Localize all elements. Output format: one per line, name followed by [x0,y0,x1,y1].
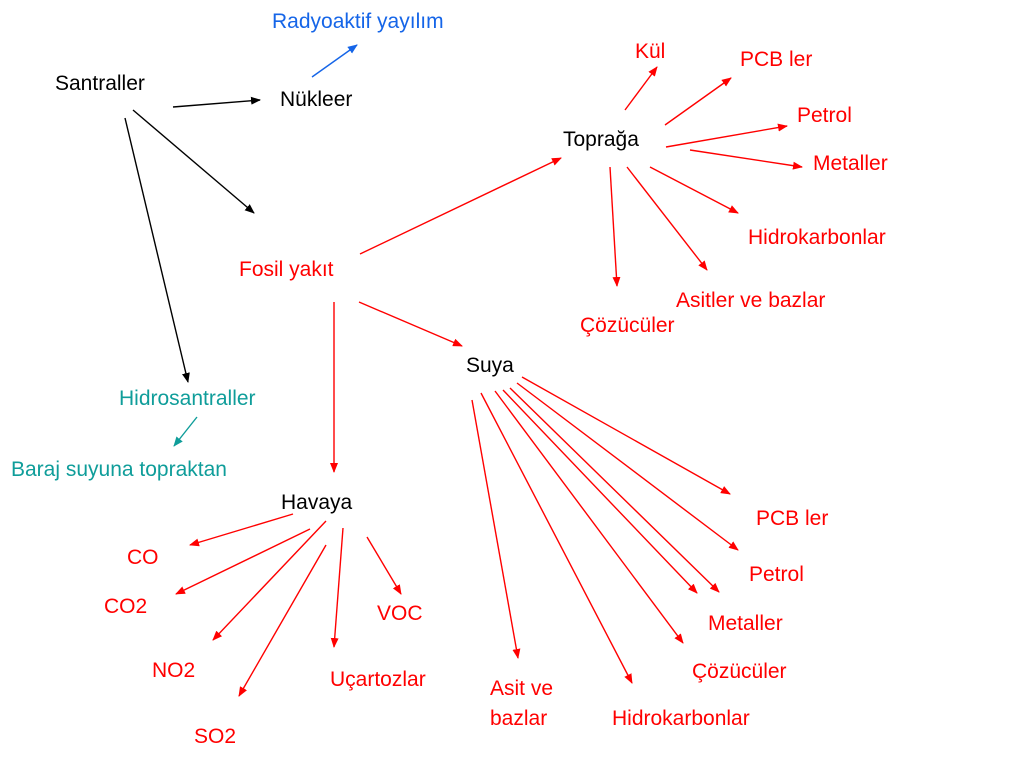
suya-item-asit-ve: Asit ve [490,677,554,700]
arrow-suya-hidrokarbonlar [480,392,633,684]
arrow-suya-asit [471,399,521,659]
arrow-havaya-ucartozlar [330,527,344,648]
node-fosil-yakit: Fosil yakıt [239,258,334,281]
node-radyoaktif-yayilim: Radyoaktif yayılım [272,10,444,33]
topraga-item-metaller: Metaller [813,152,888,175]
havaya-item-so2: SO2 [194,725,237,748]
arrow-topraga-asitler [626,166,708,271]
suya-item-bazlar: bazlar [490,707,548,730]
arrow-suya-metaller [509,387,720,593]
arrow-santraller-nukleer [172,96,261,108]
suya-item-pcb: PCB ler [756,507,829,530]
arrow-suya-cozuculer [494,390,684,644]
node-baraj-suyuna-topraktan: Baraj suyuna topraktan [11,458,227,481]
topraga-item-kul: Kül [635,40,666,63]
node-santraller: Santraller [55,72,145,95]
arrow-havaya-so2 [238,544,327,697]
havaya-item-voc: VOC [377,602,423,625]
node-havaya: Havaya [281,491,353,514]
topraga-item-pcb: PCB ler [740,48,813,71]
arrow-suya-petrol [516,382,739,551]
arrow-topraga-petrol [665,123,788,148]
arrow-topraga-hidrokarbonlar [649,166,739,214]
node-topraga: Toprağa [563,128,639,151]
arrow-topraga-metaller [689,149,803,170]
node-suya: Suya [466,354,514,377]
arrow-hidro-baraj [173,416,198,447]
node-nukleer: Nükleer [280,88,353,111]
topraga-item-petrol: Petrol [797,104,852,127]
suya-item-hidrokarbonlar: Hidrokarbonlar [612,707,750,730]
havaya-item-co: CO [127,546,159,569]
arrow-havaya-voc [366,536,402,595]
havaya-item-co2: CO2 [104,595,148,618]
suya-item-petrol: Petrol [749,563,804,586]
havaya-item-no2: NO2 [152,659,196,682]
arrow-fosil-suya [358,301,463,347]
havaya-item-ucartozlar: Uçartozlar [330,668,426,691]
arrow-topraga-pcb [664,77,732,126]
topraga-item-hidrokarbonlar: Hidrokarbonlar [748,226,886,249]
node-hidrosantraller: Hidrosantraller [119,387,256,410]
suya-item-metaller: Metaller [708,612,783,635]
arrow-santraller-hidro [124,117,190,383]
arrow-suya-pcb [521,376,731,495]
suya-item-cozuculer: Çözücüler [692,660,787,683]
arrow-santraller-fosil [132,109,255,214]
arrow-topraga-cozuculer [609,166,621,287]
topraga-item-asitler-ve-bazlar: Asitler ve bazlar [676,289,826,312]
arrow-topraga-kul [624,66,658,111]
arrow-havaya-no2 [212,520,327,641]
arrow-suya-metaller-2 [502,389,698,594]
topraga-item-cozuculer: Çözücüler [580,314,675,337]
arrow-havaya-co2 [175,528,311,595]
arrow-havaya-co [189,513,294,547]
arrow-fosil-topraga [359,157,562,255]
arrow-nukleer-radyoaktif [311,44,358,78]
